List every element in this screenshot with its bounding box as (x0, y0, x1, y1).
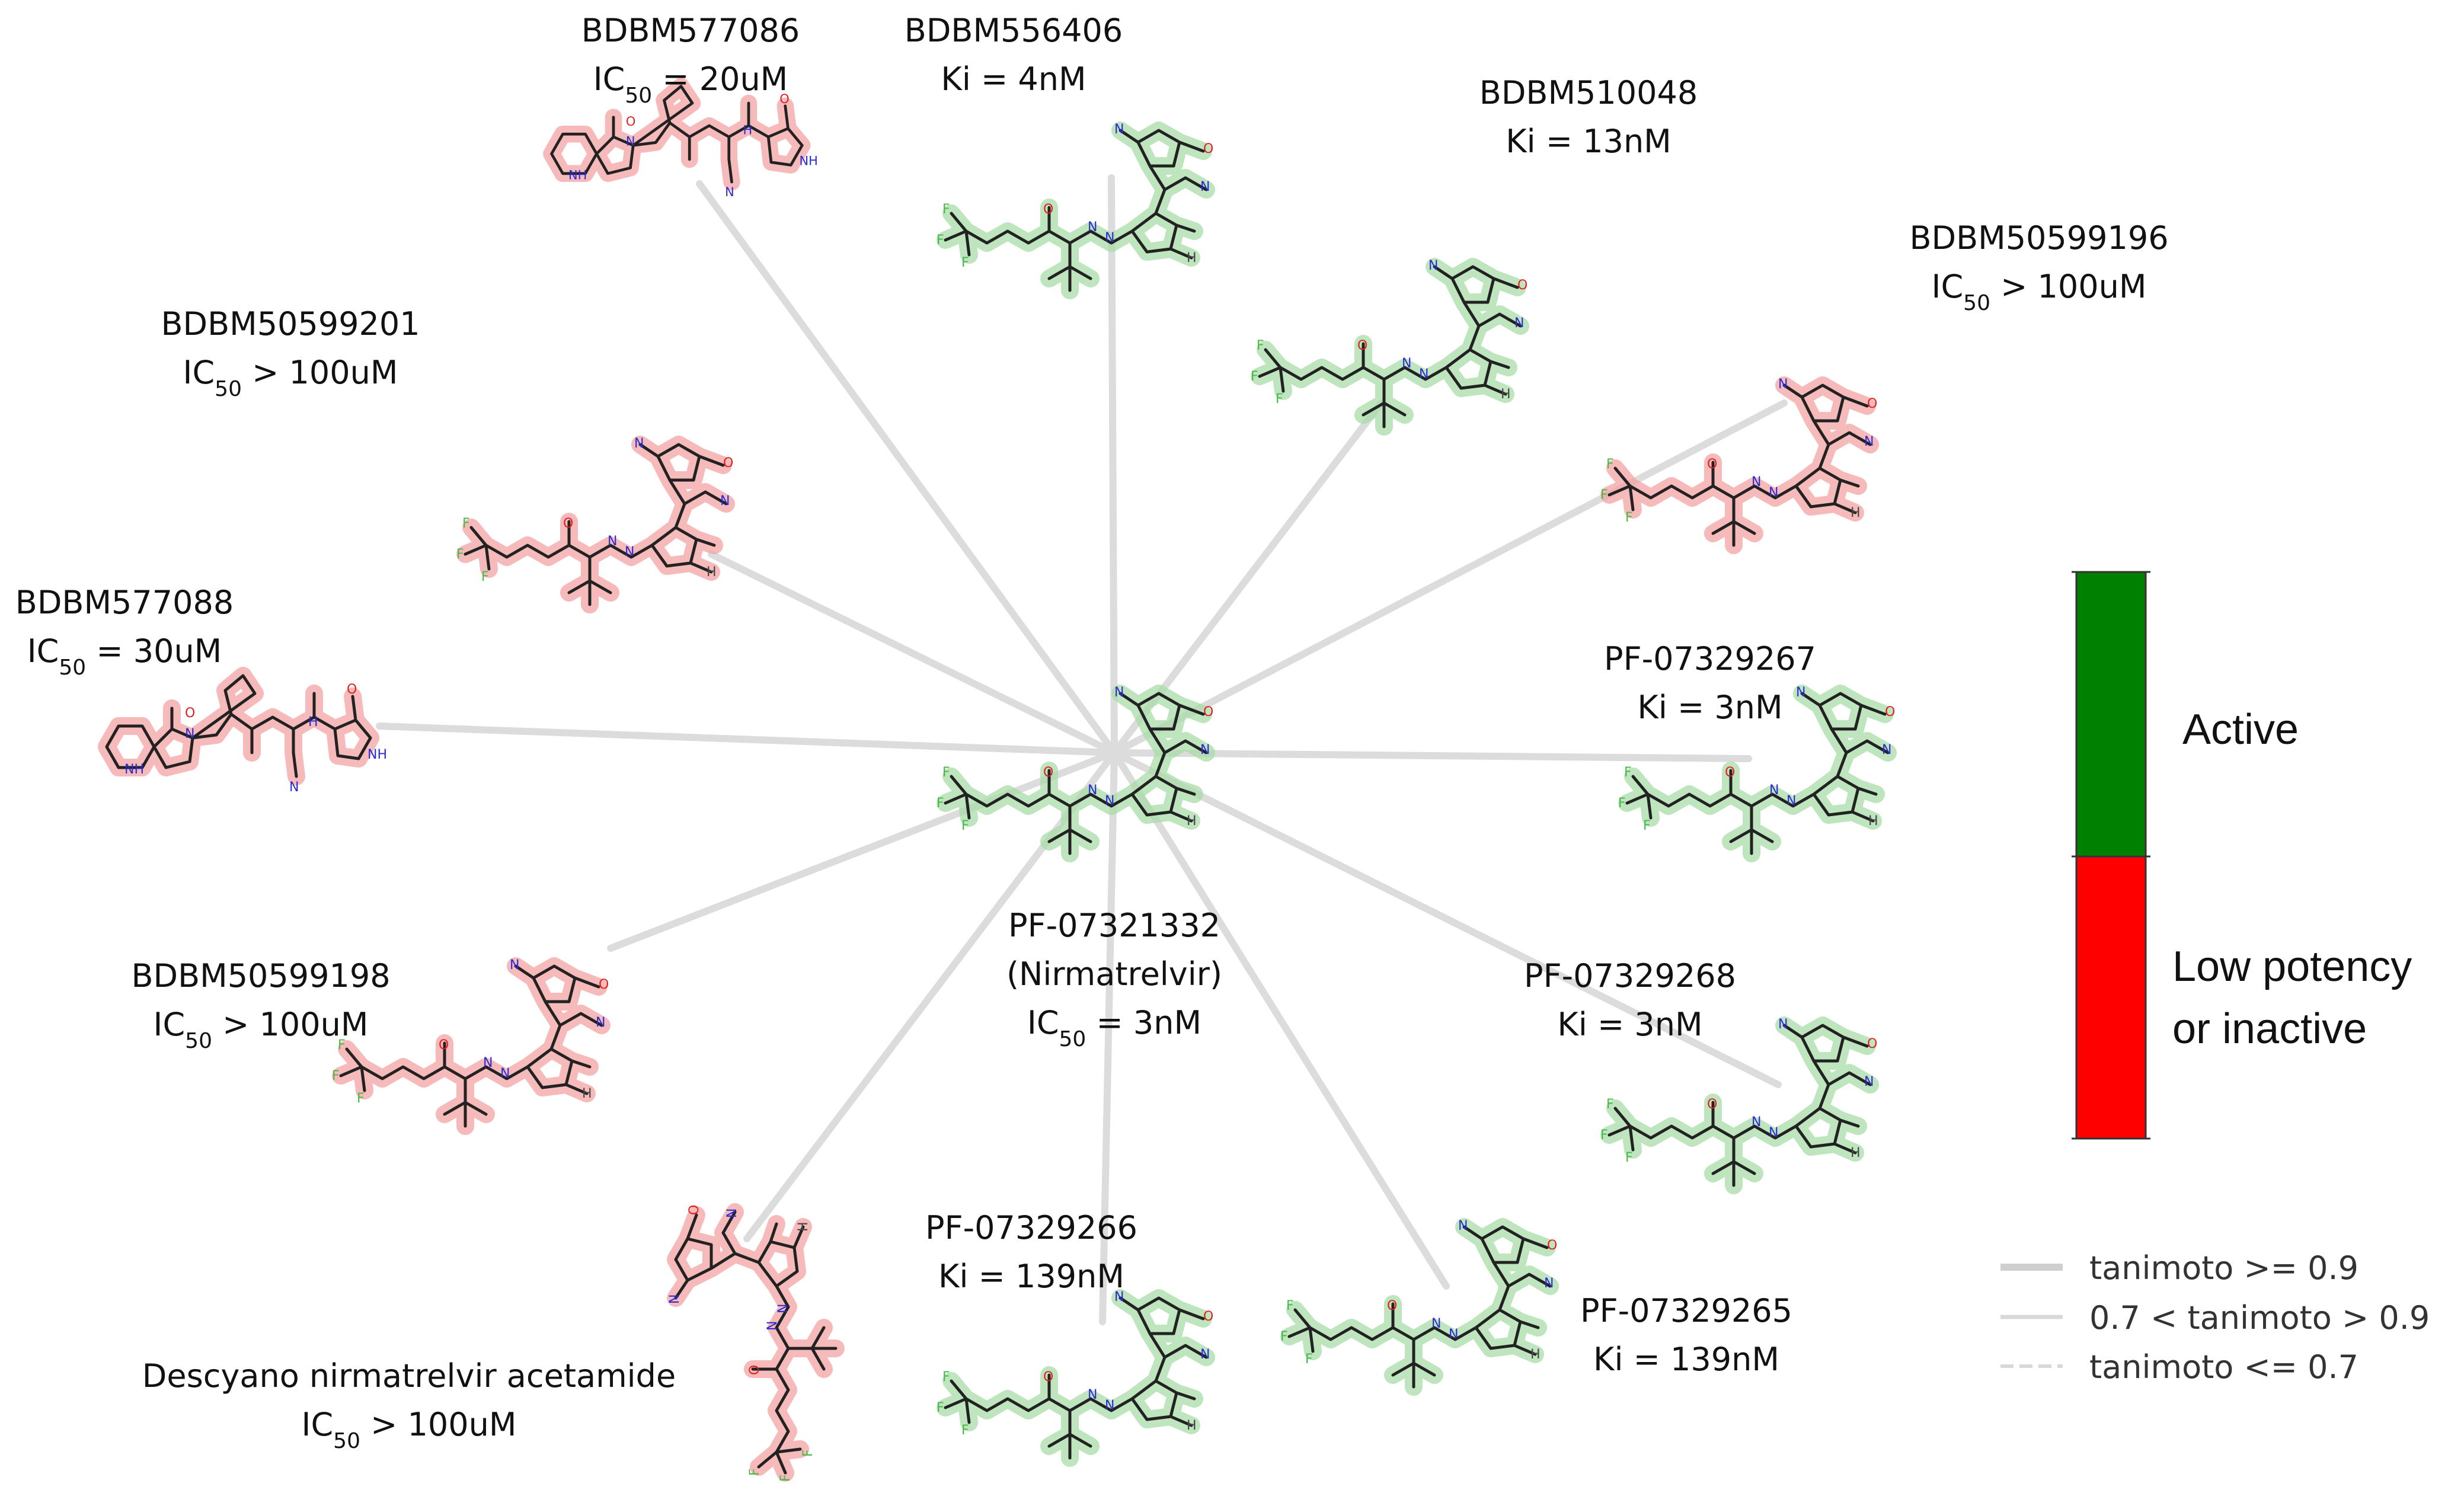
molecule-glow (1280, 1218, 1559, 1396)
label-bdbm50599196-potency: IC50 > 100uM (1932, 268, 2147, 315)
label-bdbm50599201-name: BDBM50599201 (161, 305, 420, 343)
label-bdbm50599198-name: BDBM50599198 (131, 957, 390, 995)
scale-inactive-segment (2075, 855, 2147, 1140)
molecule-bdbm50599196 (1600, 376, 1879, 554)
edge-bdbm577086 (696, 180, 1118, 756)
molecule-bdbm50599201 (456, 436, 735, 613)
molecule-glow (937, 685, 1215, 862)
molecule-glow (1600, 1016, 1879, 1194)
label-bdbm510048-potency: Ki = 13nM (1506, 123, 1672, 160)
molecule-glow (1600, 376, 1879, 554)
scale-active-segment (2075, 571, 2147, 858)
molecule-bdbm510048 (1251, 258, 1529, 436)
edge-bdbm50599198 (607, 749, 1118, 952)
label-bdbm50599198-potency: IC50 > 100uM (154, 1006, 369, 1053)
scale-inactive-label-2: or inactive (2172, 1005, 2367, 1053)
molecule-glow (937, 122, 1215, 299)
network-edges (376, 174, 1788, 1325)
molecule-glow (937, 1289, 1215, 1467)
edge-pf07329268 (1111, 749, 1782, 1088)
edge-bdbm50599196 (1111, 399, 1788, 756)
label-bdbm556406-name: BDBM556406 (905, 12, 1123, 49)
scale-active-label: Active (2182, 706, 2299, 753)
label-bdbm577088-potency: IC50 = 30uM (27, 632, 222, 680)
edge-bdbm556406 (1108, 174, 1118, 756)
molecule-pf07329266 (937, 1289, 1215, 1467)
legend-label-low: tanimoto <= 0.7 (2089, 1348, 2358, 1386)
compound-labels: PF-07321332 (Nirmatrelvir) IC50 = 3nM BDBM5… (15, 12, 2169, 1453)
molecule-descyano (667, 1203, 845, 1482)
label-pf07329265-potency: Ki = 139nM (1593, 1341, 1779, 1378)
edge-pf07329266 (1099, 749, 1118, 1325)
molecule-bdbm577088 (98, 667, 387, 795)
label-center-potency: IC50 = 3nM (1027, 1004, 1201, 1051)
label-pf07329267-potency: Ki = 3nM (1637, 689, 1782, 726)
edge-pf07329267 (1111, 749, 1752, 762)
molecule-center (937, 685, 1215, 862)
molecule-pf07329268 (1600, 1016, 1879, 1194)
label-bdbm577088-name: BDBM577088 (15, 584, 234, 621)
edge-bdbm577088 (376, 722, 1118, 756)
molecules (98, 78, 1897, 1482)
molecule-glow (1251, 258, 1529, 436)
label-bdbm50599201-potency: IC50 > 100uM (183, 354, 398, 401)
label-center-alias: (Nirmatrelvir) (1006, 955, 1222, 993)
molecule-bdbm50599198 (332, 958, 611, 1135)
label-bdbm510048-name: BDBM510048 (1479, 74, 1698, 111)
legend-label-high: tanimoto >= 0.9 (2089, 1249, 2358, 1287)
legend-label-mid: 0.7 < tanimoto > 0.9 (2089, 1299, 2430, 1337)
label-pf07329268-potency: Ki = 3nM (1557, 1006, 1702, 1043)
edge-pf07329265 (1111, 749, 1450, 1290)
molecule-bdbm577086 (543, 78, 818, 199)
edge-bdbm50599201 (708, 551, 1118, 756)
label-pf07329267-name: PF-07329267 (1604, 640, 1816, 677)
label-pf07329268-name: PF-07329268 (1524, 957, 1736, 995)
label-bdbm50599196-name: BDBM50599196 (1909, 219, 2168, 257)
molecule-pf07329267 (1618, 685, 1897, 862)
activity-scale: Active Low potency or inactive (2072, 571, 2412, 1140)
scale-inactive-label-1: Low potency (2172, 943, 2412, 990)
molecule-glow (456, 436, 735, 613)
label-descyano-name: Descyano nirmatrelvir acetamide (142, 1357, 676, 1395)
label-center-name: PF-07321332 (1008, 907, 1220, 944)
label-bdbm577086-potency: IC50 = 20uM (593, 60, 788, 108)
molecule-glow (667, 1203, 845, 1482)
label-descyano-potency: IC50 > 100uM (302, 1406, 517, 1453)
molecule-bdbm556406 (937, 122, 1215, 299)
label-pf07329266-potency: Ki = 139nM (938, 1258, 1124, 1295)
label-pf07329266-name: PF-07329266 (925, 1209, 1137, 1246)
tanimoto-legend: tanimoto >= 0.9 0.7 < tanimoto > 0.9 tan… (2000, 1249, 2430, 1386)
label-bdbm577086-name: BDBM577086 (581, 12, 800, 49)
label-pf07329265-name: PF-07329265 (1580, 1292, 1792, 1329)
label-bdbm556406-potency: Ki = 4nM (941, 60, 1086, 98)
molecule-pf07329265 (1280, 1218, 1559, 1396)
